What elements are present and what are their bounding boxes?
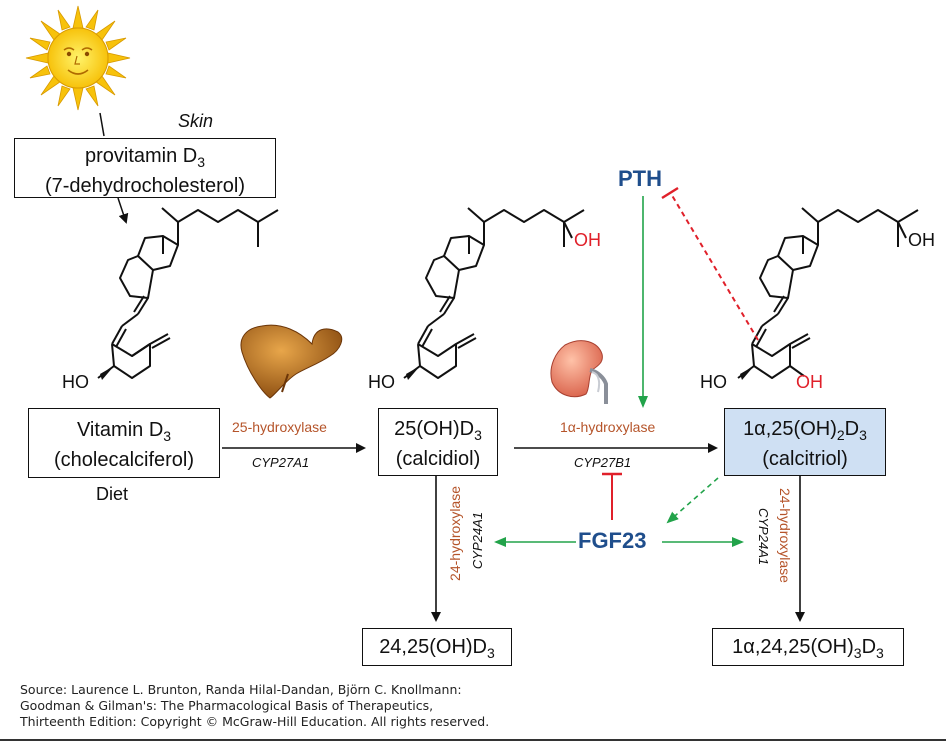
gene-cyp27a1: CYP27A1 <box>252 455 310 470</box>
citation-line-1: Source: Laurence L. Brunton, Randa Hilal… <box>20 682 462 697</box>
vitamin-d3-structure <box>97 207 279 379</box>
product-1-24-25-subscript-2: 3 <box>876 645 884 661</box>
product-1-24-25-text-b: D <box>861 636 877 658</box>
sun-connector <box>99 112 105 137</box>
calcitriol-subscript-1: 2 <box>836 427 845 443</box>
calcidiol-structure <box>403 207 585 379</box>
diet-label: Diet <box>96 484 129 504</box>
calcidiol-box: 25(OH)D3 (calcidiol) <box>378 408 498 476</box>
calcidiol-name: 25(OH)D3 <box>379 417 497 447</box>
oh-label-calcitriol-1a: OH <box>796 372 823 392</box>
oh-label-calcitriol-25: OH <box>908 230 935 250</box>
citation-line-2: Goodman & Gilman's: The Pharmacological … <box>20 698 434 713</box>
liver-icon <box>240 324 343 399</box>
kidney-icon <box>550 340 608 404</box>
calcitriol-name-b: D <box>844 418 860 440</box>
vitamin-d3-synonym: (cholecalciferol) <box>53 449 195 471</box>
footer-divider <box>0 739 946 741</box>
provitamin-synonym: (7-dehydrocholesterol) <box>44 175 246 197</box>
vitamin-d3-name-text: Vitamin D <box>76 419 164 441</box>
gene-cyp24a1-right: CYP24A1 <box>756 508 771 566</box>
ho-label-2: HO <box>368 372 395 392</box>
product-24-25-text: 24,25(OH)D <box>379 636 487 658</box>
calcidiol-synonym: (calcidiol) <box>395 448 481 470</box>
calcitriol-box: 1α,25(OH)2D3 (calcitriol) <box>724 408 886 476</box>
gene-cyp27b1: CYP27B1 <box>574 455 632 470</box>
provitamin-arrow <box>117 197 129 224</box>
gene-cyp24a1-left: CYP24A1 <box>470 512 485 570</box>
calcidiol-name-text: 25(OH)D <box>394 418 475 440</box>
pth-label: PTH <box>618 166 662 191</box>
calcitriol-name: 1α,25(OH)2D3 <box>725 417 885 447</box>
source-citation: Source: Laurence L. Brunton, Randa Hilal… <box>20 682 489 730</box>
enzyme-24-hydroxylase-left: 24-hydroxylase <box>447 486 463 581</box>
calcitriol-name-a: 1α,25(OH) <box>743 418 837 440</box>
provitamin-name: provitamin D3 <box>15 144 275 174</box>
vitamin-d3-subscript: 3 <box>163 428 172 444</box>
calcitriol-subscript-2: 3 <box>859 427 867 443</box>
calcitriol-structure <box>737 207 919 379</box>
enzyme-25-hydroxylase: 25-hydroxylase <box>232 419 327 435</box>
product-24-25-subscript: 3 <box>487 645 495 661</box>
ho-label-3: HO <box>700 372 727 392</box>
provitamin-subscript: 3 <box>197 154 206 170</box>
enzyme-24-hydroxylase-right: 24-hydroxylase <box>777 488 793 583</box>
provitamin-name-text: provitamin D <box>84 145 198 167</box>
fgf23-label: FGF23 <box>578 528 647 553</box>
oh-label-calcidiol: OH <box>574 230 601 250</box>
pth-inhibition-bar <box>661 186 679 200</box>
calcitriol-synonym: (calcitriol) <box>762 448 848 470</box>
product-1-24-25-subscript-1: 3 <box>853 645 862 661</box>
calcitriol-activates-fgf23 <box>666 477 719 524</box>
sun-icon <box>25 5 131 111</box>
calcitriol-inhibits-pth <box>669 191 759 341</box>
skin-label: Skin <box>178 111 214 131</box>
enzyme-1a-hydroxylase: 1α-hydroxylase <box>560 419 656 435</box>
vitamin-d3-box: Vitamin D3 (cholecalciferol) <box>28 408 220 478</box>
product-1-24-25-box: 1α,24,25(OH)3D3 <box>712 628 904 666</box>
product-1-24-25-text-a: 1α,24,25(OH) <box>732 636 854 658</box>
ho-label-1: HO <box>62 372 89 392</box>
provitamin-d3-box: provitamin D3 (7-dehydrocholesterol) <box>14 138 276 198</box>
product-24-25-box: 24,25(OH)D3 <box>362 628 512 666</box>
vitamin-d3-name: Vitamin D3 <box>29 418 219 448</box>
calcidiol-subscript: 3 <box>474 427 482 443</box>
citation-line-3: Thirteenth Edition: Copyright © McGraw-H… <box>20 714 490 729</box>
